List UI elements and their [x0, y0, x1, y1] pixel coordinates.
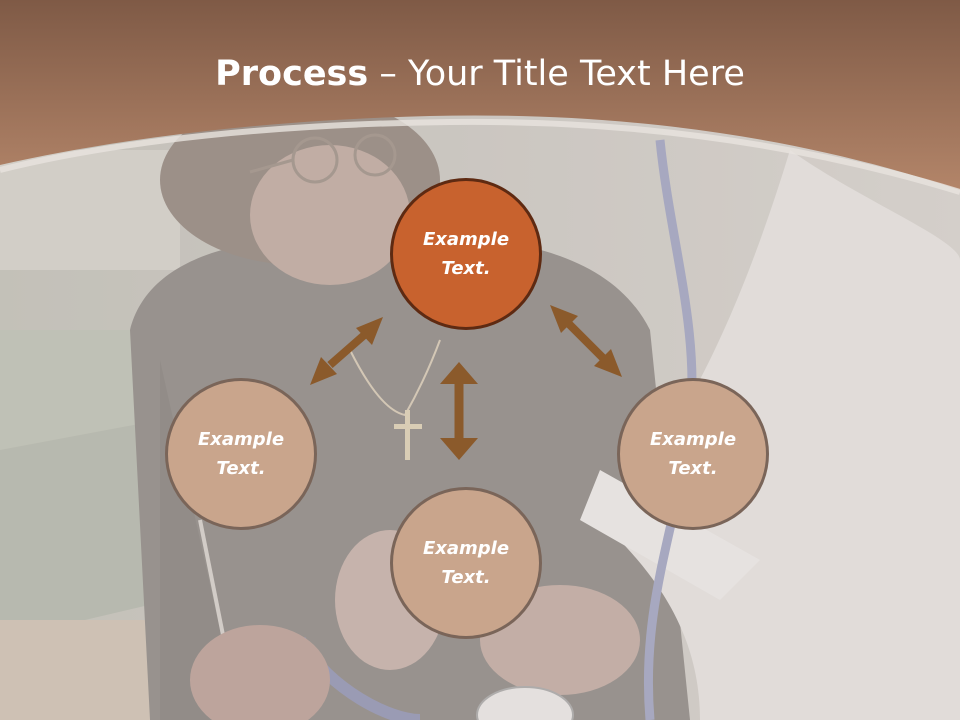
arrow-top-right — [550, 305, 622, 377]
slide-title: Process – Your Title Text Here — [0, 52, 960, 96]
title-bold: Process — [215, 54, 369, 94]
title-rest: – Your Title Text Here — [368, 54, 745, 94]
arrow-top-left — [310, 317, 383, 385]
node-right[interactable]: Example Text. — [617, 378, 769, 530]
node-top[interactable]: Example Text. — [390, 178, 542, 330]
node-top-label: Example Text. — [422, 229, 510, 279]
arrow-vertical — [440, 362, 478, 460]
node-bottom-label: Example Text. — [422, 538, 510, 588]
node-right-label: Example Text. — [649, 429, 737, 479]
node-bottom[interactable]: Example Text. — [390, 487, 542, 639]
node-left-label: Example Text. — [197, 429, 285, 479]
node-left[interactable]: Example Text. — [165, 378, 317, 530]
